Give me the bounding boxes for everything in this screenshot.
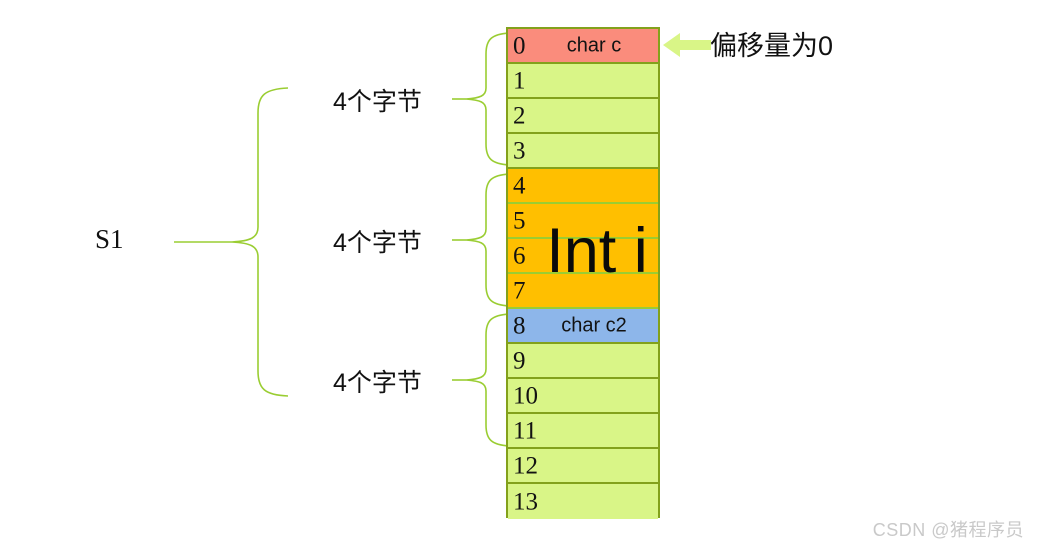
memory-row-index: 4 — [513, 172, 526, 199]
memory-row-index: 7 — [513, 277, 526, 304]
memory-row-index: 1 — [513, 67, 526, 94]
memory-row: 2 — [508, 99, 658, 134]
memory-row-index: 12 — [513, 452, 538, 479]
group-label-3: 4个字节 — [333, 369, 422, 397]
csdn-watermark: CSDN @猪程序员 — [872, 520, 1024, 540]
memory-row-index: 8 — [513, 312, 526, 339]
memory-row-index: 3 — [513, 137, 526, 164]
group-label-2: 4个字节 — [333, 229, 422, 257]
memory-row: 4 — [508, 169, 658, 204]
memory-row-index: 5 — [513, 207, 526, 234]
memory-row-label: char c2 — [561, 314, 627, 336]
memory-row: 7 — [508, 274, 658, 309]
group-brace-2 — [452, 173, 511, 307]
memory-row: 9 — [508, 344, 658, 379]
memory-row-index: 9 — [513, 347, 526, 374]
group-brace-1 — [452, 32, 511, 166]
memory-row-index: 10 — [513, 382, 538, 409]
memory-row: 5 — [508, 204, 658, 239]
s1-brace — [174, 87, 289, 397]
offset-arrow-icon — [663, 33, 711, 57]
memory-row: 12 — [508, 449, 658, 484]
group-brace-3 — [452, 313, 511, 447]
memory-row: 0 char c — [508, 29, 658, 64]
s1-label: S1 — [95, 224, 124, 254]
memory-row: 11 — [508, 414, 658, 449]
memory-row-index: 11 — [513, 417, 538, 444]
memory-row: 6 — [508, 239, 658, 274]
memory-row: 3 — [508, 134, 658, 169]
memory-row: 13 — [508, 484, 658, 519]
memory-row-index: 2 — [513, 102, 526, 129]
group-label-1: 4个字节 — [333, 88, 422, 116]
memory-row: 8 char c2 — [508, 309, 658, 344]
memory-row: 10 — [508, 379, 658, 414]
offset-note-label: 偏移量为0 — [710, 31, 834, 61]
memory-row-index: 6 — [513, 242, 526, 269]
memory-row-index: 0 — [513, 32, 526, 59]
memory-row: 1 — [508, 64, 658, 99]
memory-row-label: char c — [566, 34, 622, 56]
memory-row-index: 13 — [513, 488, 538, 515]
